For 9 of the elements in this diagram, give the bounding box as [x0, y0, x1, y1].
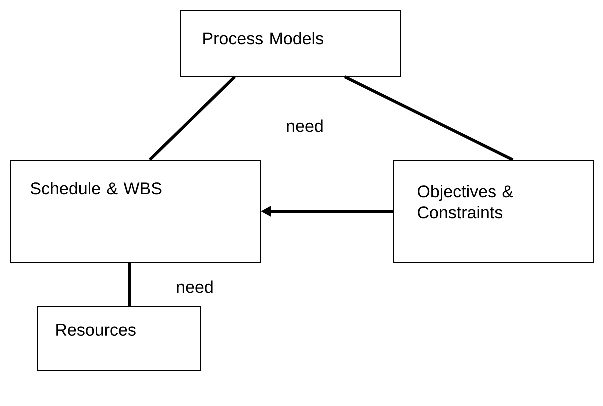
connector-line — [344, 76, 514, 162]
connector-line — [128, 263, 132, 306]
text-label: need — [287, 120, 323, 132]
process-box: Process Models — [180, 10, 401, 77]
process-box: Schedule & WBS — [10, 160, 261, 263]
process-box: Objectives & Constraints — [393, 160, 594, 263]
connector-line — [148, 76, 236, 162]
process-box: Resources — [37, 306, 201, 371]
edge-label: need — [177, 280, 213, 294]
